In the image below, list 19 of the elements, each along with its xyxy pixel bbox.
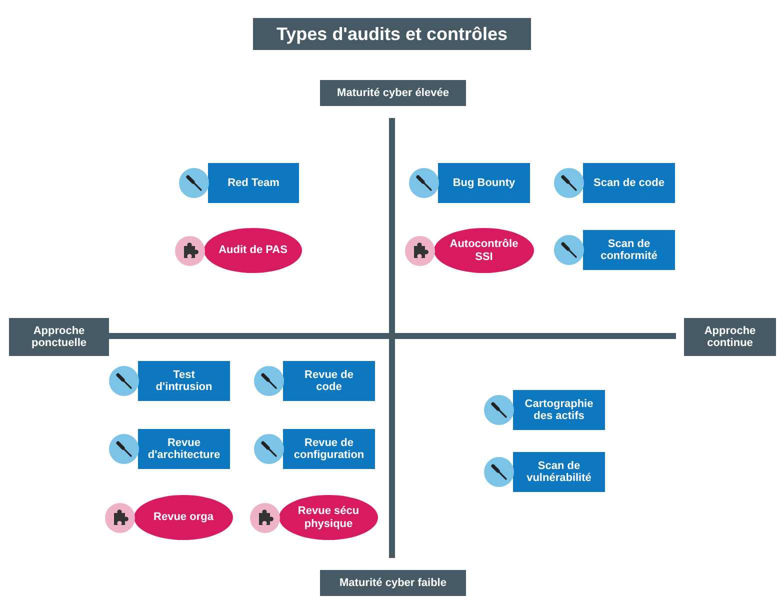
organizational-audit-ellipse: Revue sécu physique: [279, 495, 378, 540]
axis-label: Maturité cyber élevée: [320, 80, 466, 106]
organizational-audit-ellipse: Audit de PAS: [204, 228, 302, 273]
technical-audit-box: Cartographie des actifs: [513, 390, 605, 430]
technical-audit-box: Scan de conformité: [583, 230, 675, 270]
technical-audit-box: Test d'intrusion: [138, 361, 230, 401]
technical-audit-box: Scan de code: [583, 163, 675, 203]
technical-audit-box: Bug Bounty: [438, 163, 530, 203]
technical-audit-box: Revue de configuration: [283, 429, 375, 469]
axis-label: Approche continue: [684, 318, 776, 356]
organizational-audit-ellipse: Revue orga: [134, 495, 233, 540]
axis-label: Maturité cyber faible: [320, 570, 466, 596]
technical-audit-box: Revue de code: [283, 361, 375, 401]
title-banner: Types d'audits et contrôles: [253, 18, 531, 50]
technical-audit-box: Red Team: [208, 163, 299, 203]
organizational-audit-ellipse: Autocontrôle SSI: [434, 228, 534, 273]
technical-audit-box: Scan de vulnérabilité: [513, 452, 605, 492]
axis-label: Approche ponctuelle: [9, 318, 109, 356]
technical-audit-box: Revue d'architecture: [138, 429, 230, 469]
